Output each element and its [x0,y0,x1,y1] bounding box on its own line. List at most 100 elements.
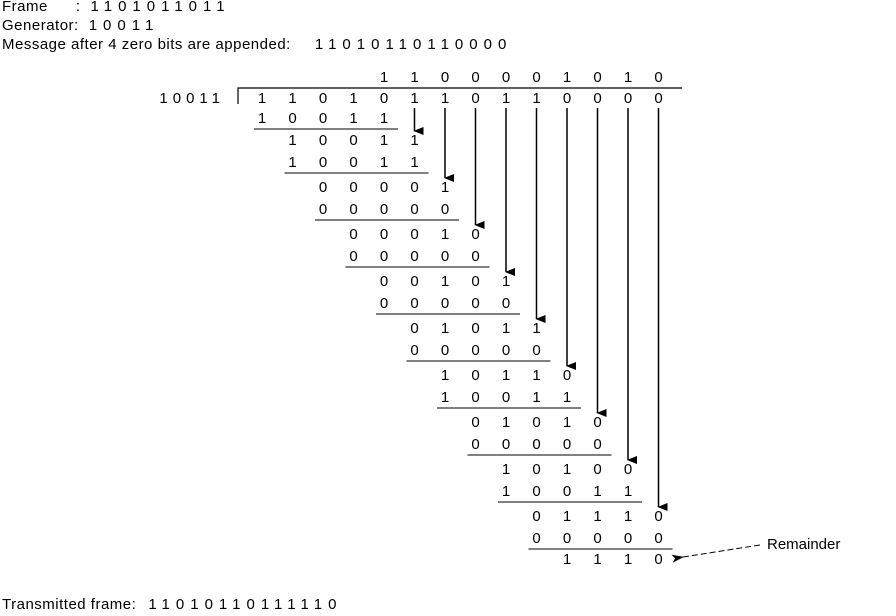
quotient-digit: 0 [654,69,662,86]
step-subtrahend-digit: 0 [441,248,449,265]
dividend-digit: 0 [380,90,388,107]
step-partial-digit: 1 [532,367,540,384]
frame-line: Frame : 1101011011 [2,0,231,15]
quotient-digit: 1 [410,69,418,86]
step-partial-digit: 1 [563,414,571,431]
divisor: 10011 [159,90,225,107]
step-subtrahend-digit: 1 [624,483,632,500]
step-partial-digit: 1 [380,132,388,149]
step-subtrahend-digit: 0 [471,295,479,312]
dividend-digit: 0 [654,90,662,107]
quotient-digit: 0 [502,69,510,86]
step-subtrahend-digit: 0 [624,530,632,547]
step-partial-digit: 1 [563,508,571,525]
step-subtrahend-digit: 0 [441,295,449,312]
quotient-digit: 0 [532,69,540,86]
remainder-pointer-arrow [671,544,761,563]
dividend-digit: 1 [258,90,266,107]
step-subtrahend-digit: 1 [563,389,571,406]
step-partial-digit: 1 [441,273,449,290]
step-subtrahend-digit: 0 [349,154,357,171]
step-subtrahend-digit: 1 [349,110,357,127]
step-subtrahend-digit: 0 [441,342,449,359]
quotient-digit: 1 [380,69,388,86]
step-subtrahend-digit: 0 [288,110,296,127]
step-subtrahend-digit: 1 [410,154,418,171]
quotient-digit: 0 [471,69,479,86]
step-partial-digit: 0 [349,179,357,196]
step-partial-digit: 0 [319,179,327,196]
step-subtrahend-digit: 0 [380,201,388,218]
step-partial: 0 1 0 1 0 [471,414,601,431]
dividend-digit: 1 [502,90,510,107]
step-subtrahend-digit: 1 [532,389,540,406]
dividend-digit: 1 [410,90,418,107]
step-partial-digit: 1 [624,508,632,525]
dividend-digit: 1 [349,90,357,107]
transmitted-line: Transmitted frame:11010110111110 [2,596,342,613]
step-partial-digit: 0 [410,226,418,243]
step-partial-digit: 1 [441,226,449,243]
remainder-digit: 0 [654,551,662,568]
step-partial-digit: 0 [380,273,388,290]
step-partial-digit: 1 [502,367,510,384]
step-partial-digit: 1 [502,414,510,431]
remainder-digit: 1 [624,551,632,568]
message-line: Message after 4 zero bits are appended:1… [2,36,512,53]
quotient-digit: 1 [624,69,632,86]
dividend-digit: 0 [624,90,632,107]
step-partial-digit: 1 [593,508,601,525]
step-subtrahend-digit: 0 [532,483,540,500]
message-value: 11010110110000 [314,36,513,53]
dividend-digit: 0 [593,90,601,107]
step-subtrahend-digit: 0 [502,295,510,312]
step-partial-digit: 0 [654,508,662,525]
step-partial-digit: 0 [624,461,632,478]
step-subtrahend-digit: 0 [319,201,327,218]
frame-label: Frame : [2,0,81,15]
frame-value: 1101011011 [90,0,231,15]
generator-line: Generator:10011 [2,17,159,34]
step-partial-digit: 0 [471,320,479,337]
step-subtrahend-digit: 0 [563,530,571,547]
step-partial-digit: 0 [532,414,540,431]
step-subtrahend-digit: 0 [593,436,601,453]
step-subtrahend-digit: 0 [502,436,510,453]
step-partial-digit: 0 [593,414,601,431]
step-partial-digit: 1 [502,461,510,478]
step-partial-digit: 0 [380,179,388,196]
step-partial-digit: 0 [471,414,479,431]
step-subtrahend-digit: 0 [502,342,510,359]
dividend-digit: 1 [532,90,540,107]
step-partial-digit: 1 [441,367,449,384]
step-subtrahend-digit: 0 [319,110,327,127]
step-subtrahend-digit: 0 [349,248,357,265]
generator-value: 10011 [88,17,160,34]
step-subtrahend-digit: 1 [380,110,388,127]
quotient-digit: 1 [563,69,571,86]
step-partial-digit: 1 [441,179,449,196]
step-subtrahend-digit: 0 [410,295,418,312]
step-subtrahend-digit: 0 [380,248,388,265]
dividend-digit: 1 [288,90,296,107]
step-partial-digit: 1 [410,132,418,149]
step-subtrahend-digit: 1 [502,483,510,500]
step-subtrahend-digit: 1 [593,483,601,500]
step-subtrahend-digit: 0 [410,201,418,218]
step-subtrahend-digit: 0 [563,483,571,500]
remainder-digit: 1 [563,551,571,568]
step-subtrahend-digit: 0 [532,342,540,359]
dividend-digit: 1 [441,90,449,107]
step-partial-digit: 1 [563,461,571,478]
